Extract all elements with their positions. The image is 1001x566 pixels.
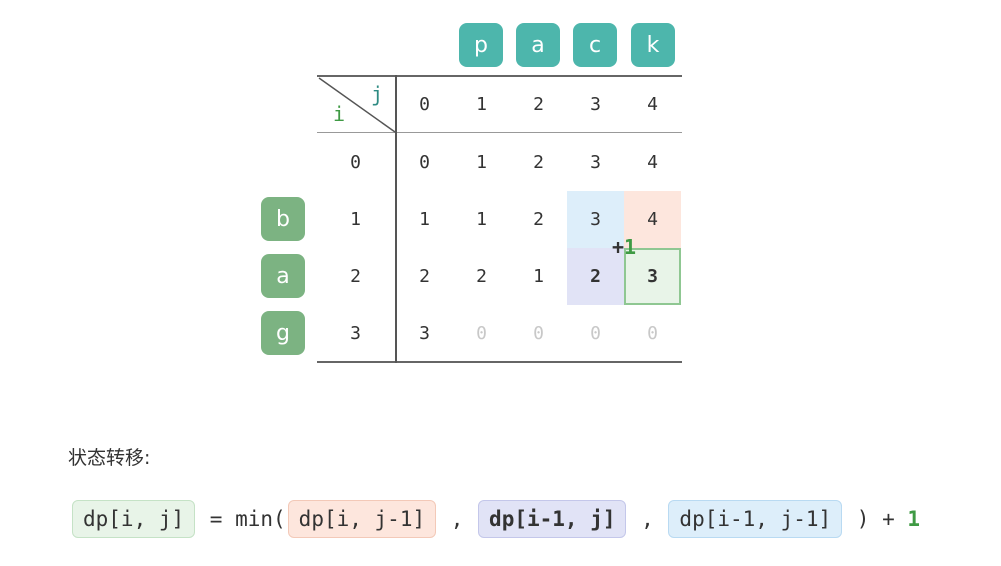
table-cell: 4: [647, 152, 658, 173]
row-header: 1: [350, 209, 361, 230]
formula-lhs: dp[i, j]: [72, 500, 196, 538]
formula-term-left: dp[i, j-1]: [287, 500, 437, 538]
corner-diagonal: [318, 77, 396, 133]
table-cell: 1: [476, 152, 487, 173]
table-cell: 1: [419, 209, 430, 230]
table-header-line: [317, 132, 682, 133]
plus-one-value: 1: [624, 235, 637, 259]
left-letter-g: g: [261, 311, 305, 355]
table-cell: 0: [476, 323, 487, 344]
corner-i-label: i: [333, 102, 346, 126]
table-cell: 2: [533, 152, 544, 173]
formula-sep: ,: [438, 507, 477, 531]
table-divider-line: [395, 75, 397, 363]
table-cell: 1: [476, 209, 487, 230]
table-cell: 0: [419, 152, 430, 173]
top-letter-c: c: [573, 23, 617, 67]
col-header: 2: [533, 94, 544, 115]
row-header: 0: [350, 152, 361, 173]
table-cell: 0: [647, 323, 658, 344]
table-cell: 3: [419, 323, 430, 344]
left-letter-b: b: [261, 197, 305, 241]
table-cell: 3: [590, 209, 601, 230]
transition-formula: dp[i, j] = min( dp[i, j-1] , dp[i-1, j] …: [70, 497, 920, 541]
highlight-target-cell: [624, 248, 681, 305]
table-cell: 2: [533, 209, 544, 230]
table-cell: 2: [419, 266, 430, 287]
col-header: 1: [476, 94, 487, 115]
top-letter-k: k: [631, 23, 675, 67]
table-cell: 0: [533, 323, 544, 344]
table-cell: 4: [647, 209, 658, 230]
col-header: 3: [590, 94, 601, 115]
table-cell: 2: [590, 266, 601, 287]
formula-term-top: dp[i-1, j]: [478, 500, 627, 538]
table-cell: 1: [533, 266, 544, 287]
left-letter-a: a: [261, 254, 305, 298]
row-header: 3: [350, 323, 361, 344]
highlight-diagonal-cell: [567, 191, 624, 248]
table-top-line: [317, 75, 682, 77]
corner-j-label: j: [371, 82, 384, 106]
col-header: 4: [647, 94, 658, 115]
plus-one-annotation: +1: [612, 235, 636, 259]
highlight-top-cell: [567, 248, 624, 305]
highlight-left-cell: [624, 191, 681, 248]
top-letter-a: a: [516, 23, 560, 67]
state-transition-label: 状态转移:: [68, 447, 151, 469]
table-cell: 3: [590, 152, 601, 173]
formula-plus-value: 1: [907, 507, 921, 531]
row-header: 2: [350, 266, 361, 287]
table-cell: 3: [647, 266, 658, 287]
col-header: 0: [419, 94, 430, 115]
formula-close: ) +: [844, 507, 908, 531]
formula-eq-min: = min(: [197, 507, 286, 531]
table-cell: 2: [476, 266, 487, 287]
table-bottom-line: [317, 361, 682, 363]
formula-sep: ,: [628, 507, 667, 531]
top-letter-p: p: [459, 23, 503, 67]
formula-term-diagonal: dp[i-1, j-1]: [668, 500, 843, 538]
plus-sign: +: [612, 235, 625, 259]
table-cell: 0: [590, 323, 601, 344]
